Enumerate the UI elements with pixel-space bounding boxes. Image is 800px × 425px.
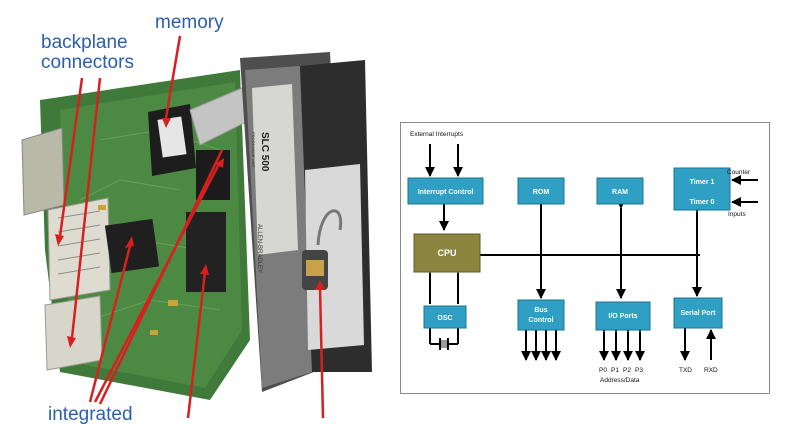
block-diagram: Interrupt Control ROM RAM Timer 1 Timer …	[400, 122, 770, 394]
processor-housing	[240, 52, 372, 392]
small-components	[98, 205, 178, 335]
arrow-battery	[318, 287, 325, 419]
txd-label: TXD	[679, 367, 692, 374]
module-subtitle: PROCESSOR UNIT	[251, 132, 256, 169]
p2-label: P2	[623, 367, 631, 374]
svg-text:CPU: CPU	[437, 248, 456, 258]
memory-label: memory	[155, 12, 224, 33]
arrow-ic-3	[98, 149, 224, 405]
module-maker: ALLEN-BRADLEY	[256, 224, 262, 273]
arrow-backplane-2	[70, 77, 102, 339]
serial-port-block: Serial Port	[673, 297, 723, 329]
arrow-backplane-1	[58, 77, 84, 237]
svg-text:Timer 0: Timer 0	[690, 199, 715, 206]
crystal-symbol	[441, 340, 447, 348]
backplane-label-line1: backplane	[41, 32, 128, 53]
interrupt-control-block: Interrupt Control	[407, 177, 484, 205]
p1-label: P1	[611, 367, 619, 374]
svg-text:Serial Port: Serial Port	[680, 310, 716, 317]
svg-text:OSC: OSC	[437, 315, 452, 322]
svg-text:Interrupt Control: Interrupt Control	[418, 189, 474, 196]
timer-block: Timer 1 Timer 0	[673, 167, 731, 211]
svg-text:I/O Ports: I/O Ports	[608, 313, 637, 320]
memory-chip	[148, 104, 196, 176]
backplane-connectors	[21, 127, 111, 371]
external-interrupts-label: External Interrupts	[410, 131, 464, 138]
cpu-block: CPU	[413, 233, 481, 273]
arrow-memory	[164, 35, 182, 119]
rom-block: ROM	[517, 177, 565, 205]
svg-text:Bus: Bus	[534, 307, 547, 314]
arrow-ic-4	[186, 271, 207, 419]
svg-text:ROM: ROM	[533, 189, 550, 196]
p0-label: P0	[599, 367, 607, 374]
plc-module-photo: SLC 500 PROCESSOR UNIT ALLEN-BRADLEY	[21, 35, 372, 419]
module-face-label: SLC 500 PROCESSOR UNIT ALLEN-BRADLEY	[251, 132, 270, 273]
inputs-label: Inputs	[728, 211, 746, 218]
backplane-label-line2: connectors	[41, 52, 134, 73]
callout-arrows	[55, 35, 325, 419]
osc-block: OSC	[423, 305, 467, 329]
p3-label: P3	[635, 367, 643, 374]
rxd-label: RXD	[704, 367, 718, 374]
svg-text:RAM: RAM	[612, 189, 628, 196]
svg-text:Control: Control	[529, 317, 554, 324]
ram-block: RAM	[596, 177, 644, 205]
bus-control-block: Bus Control	[517, 299, 565, 331]
svg-text:Timer 1: Timer 1	[690, 179, 715, 186]
ic-chip-center	[186, 212, 226, 292]
counter-label: Counter	[727, 169, 751, 176]
module-brand: SLC 500	[259, 132, 270, 172]
arrow-ic-1	[88, 245, 132, 403]
address-data-label: Address/Data	[600, 377, 640, 384]
io-ports-block: I/O Ports	[595, 301, 651, 331]
